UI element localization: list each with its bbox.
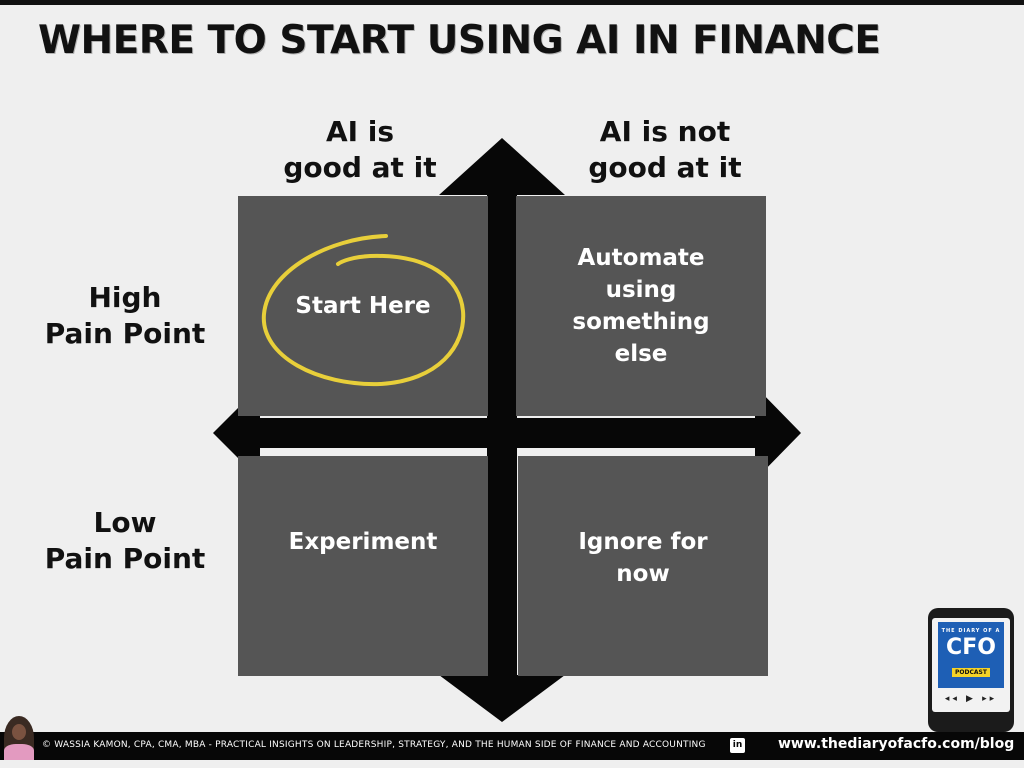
quadrant-label: Experiment: [289, 526, 438, 558]
page-title: WHERE TO START USING AI IN FINANCE: [38, 18, 881, 63]
player-controls-icon: ◂◂ ▶ ▸▸: [944, 694, 998, 704]
column-header-line: good at it: [588, 151, 742, 185]
quadrant-start-here: Start Here: [238, 196, 488, 416]
quadrant-label-line: else: [614, 341, 668, 368]
quadrant-label-line: Automate: [577, 244, 705, 271]
column-header-line: AI is: [325, 115, 395, 148]
top-rule: [0, 0, 1024, 5]
footer-credit: © WASSIA KAMON, CPA, CMA, MBA - PRACTICA…: [42, 740, 706, 750]
author-avatar: [4, 716, 34, 760]
row-header-line: Pain Point: [44, 542, 206, 576]
row-header-line: High: [88, 281, 162, 314]
column-header-line: good at it: [283, 151, 437, 185]
column-header-ai-good: AI is good at it: [270, 114, 450, 187]
avatar-body: [4, 744, 34, 760]
quadrant-experiment: Experiment: [238, 456, 488, 676]
podcast-phone-image: THE DIARY OF A CFO PODCAST ◂◂ ▶ ▸▸: [928, 608, 1014, 732]
quadrant-ignore: Ignore for now: [518, 456, 768, 676]
column-header-ai-not-good: AI is not good at it: [570, 114, 760, 187]
quadrant-automate: Automate using something else: [516, 196, 766, 416]
quadrant-label: Ignore for now: [578, 526, 707, 590]
quadrant-label: Start Here: [295, 290, 430, 322]
footer-bar: © WASSIA KAMON, CPA, CMA, MBA - PRACTICA…: [0, 732, 1024, 760]
quadrant-label-line: something: [572, 309, 710, 335]
column-header-line: AI is not: [599, 115, 731, 148]
quadrant-label-line: Experiment: [288, 529, 438, 555]
row-header-low-pain: Low Pain Point: [30, 505, 220, 578]
row-header-line: Low: [93, 506, 157, 539]
quadrant-label-line: Start Here: [295, 292, 431, 319]
avatar-face: [12, 724, 26, 740]
quadrant-label-line: now: [616, 561, 670, 588]
phone-screen: THE DIARY OF A CFO PODCAST ◂◂ ▶ ▸▸: [932, 618, 1010, 712]
horizontal-axis-arrow: [213, 386, 801, 480]
row-header-high-pain: High Pain Point: [30, 280, 220, 353]
quadrant-label-line: Ignore for: [578, 529, 708, 555]
quadrant-label-line: using: [605, 276, 677, 303]
blog-url[interactable]: www.thediaryofacfo.com/blog: [778, 736, 1015, 752]
podcast-cover: THE DIARY OF A CFO PODCAST: [938, 622, 1004, 688]
row-header-line: Pain Point: [44, 317, 206, 351]
podcast-cover-top-text: THE DIARY OF A: [941, 628, 1001, 634]
highlight-circle: [261, 234, 466, 387]
quadrant-label: Automate using something else: [572, 242, 709, 371]
podcast-cover-tag: PODCAST: [952, 668, 990, 677]
podcast-cover-title: CFO: [946, 635, 996, 660]
linkedin-icon[interactable]: in: [730, 738, 745, 753]
